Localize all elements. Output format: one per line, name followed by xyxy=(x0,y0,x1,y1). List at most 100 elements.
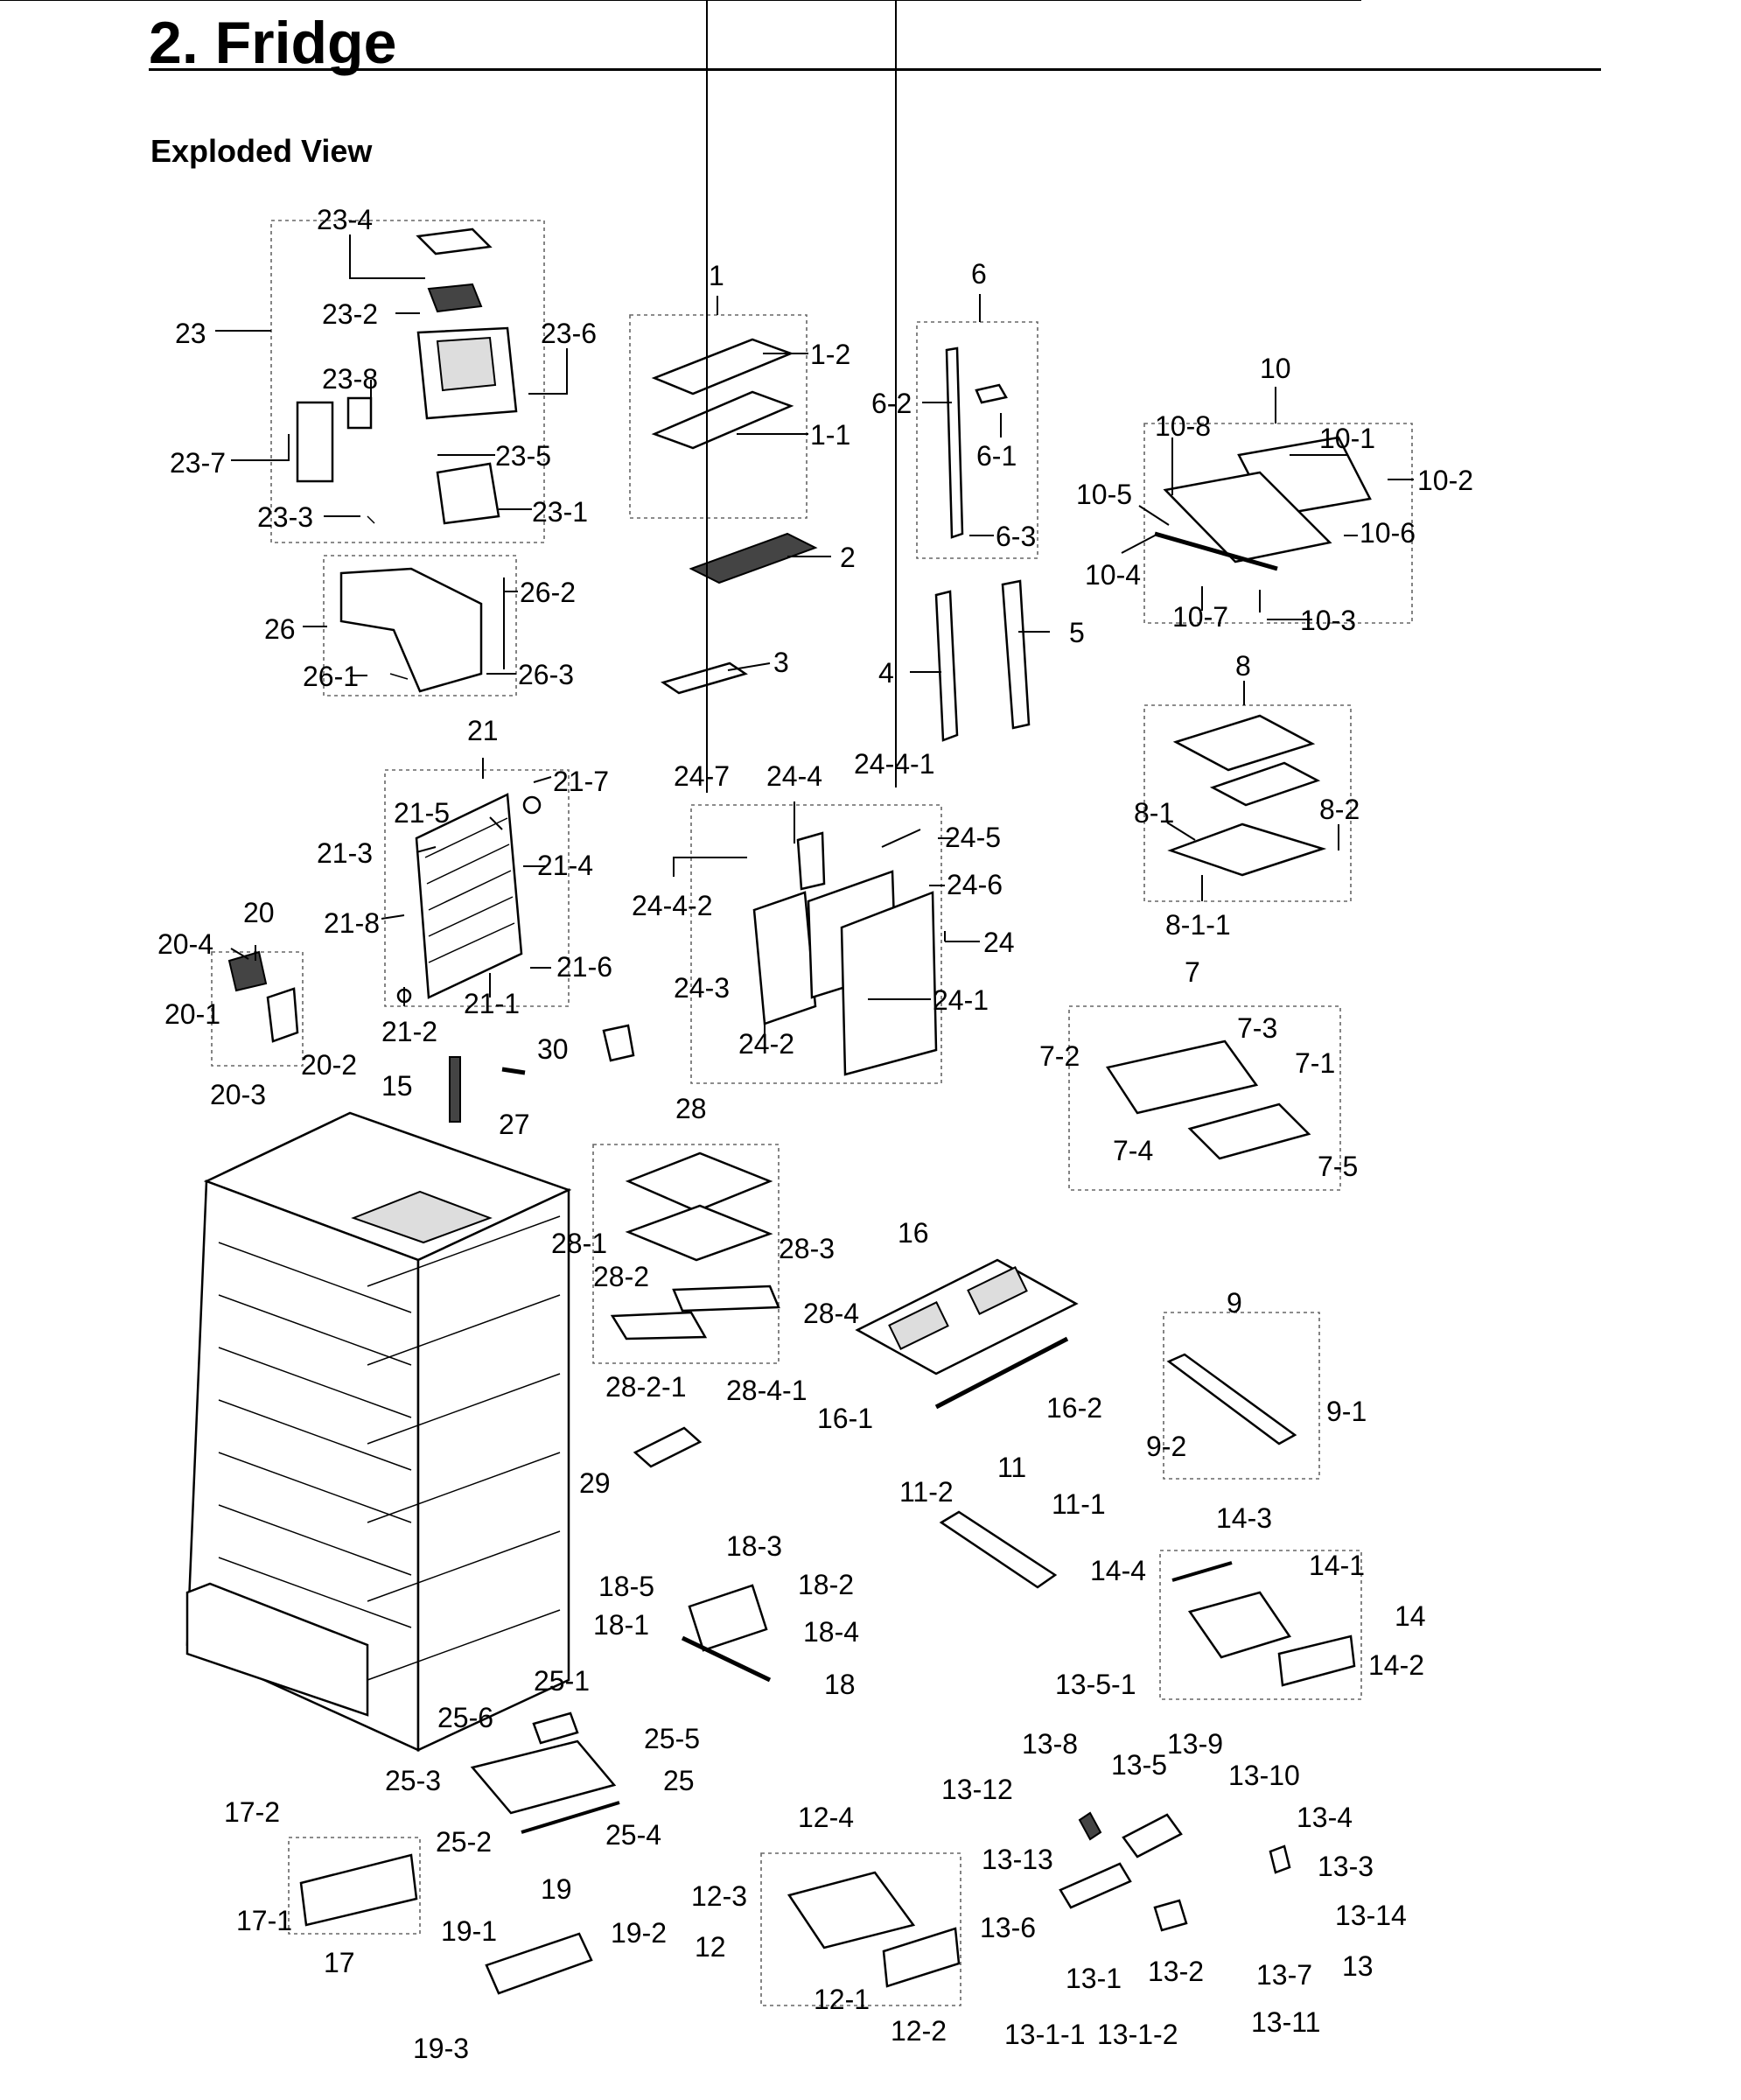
label-27: 27 xyxy=(499,1109,530,1140)
label-28-2-1: 28-2-1 xyxy=(605,1371,687,1403)
label-13-6: 13-6 xyxy=(980,1912,1036,1943)
label-13-5: 13-5 xyxy=(1111,1749,1167,1781)
label-24-4-1: 24-4-1 xyxy=(854,748,935,780)
label-21: 21 xyxy=(467,715,499,746)
label-24-5: 24-5 xyxy=(945,822,1001,853)
shelf-7-drawing xyxy=(1105,1040,1311,1160)
label-10-6: 10-6 xyxy=(1360,517,1416,549)
label-14-3: 14-3 xyxy=(1216,1502,1272,1534)
label-23: 23 xyxy=(175,318,206,349)
group-box-21 xyxy=(384,769,570,1007)
label-25-3: 25-3 xyxy=(385,1765,441,1796)
label-20: 20 xyxy=(243,897,275,928)
label-13-10: 13-10 xyxy=(1228,1760,1300,1791)
label-23-6: 23-6 xyxy=(541,318,597,349)
label-23-5: 23-5 xyxy=(495,440,551,472)
label-21-5: 21-5 xyxy=(394,797,450,829)
label-6-2: 6-2 xyxy=(871,388,912,419)
page-title: 2. Fridge xyxy=(149,10,397,76)
label-14-4: 14-4 xyxy=(1090,1555,1146,1586)
label-25-5: 25-5 xyxy=(644,1723,700,1754)
label-23-4: 23-4 xyxy=(317,204,373,235)
label-24-3: 24-3 xyxy=(674,972,730,1004)
label-29: 29 xyxy=(579,1467,611,1499)
label-25-6: 25-6 xyxy=(437,1702,493,1733)
label-21-3: 21-3 xyxy=(317,837,373,869)
label-24-1: 24-1 xyxy=(933,984,989,1016)
label-11-2: 11-2 xyxy=(899,1476,954,1508)
label-13-1-1: 13-1-1 xyxy=(1004,2019,1086,2050)
label-24-7: 24-7 xyxy=(674,760,730,792)
label-21-6: 21-6 xyxy=(556,951,612,983)
label-20-3: 20-3 xyxy=(210,1079,266,1110)
label-28-4-1: 28-4-1 xyxy=(726,1375,808,1406)
shelf-8-drawing xyxy=(1167,714,1327,877)
label-3: 3 xyxy=(773,647,789,678)
label-17-2: 17-2 xyxy=(224,1796,280,1828)
group-box-6 xyxy=(916,321,1038,559)
label-7-2: 7-2 xyxy=(1039,1040,1080,1072)
group-box-12 xyxy=(760,1852,961,2006)
label-10-3: 10-3 xyxy=(1300,605,1356,636)
label-28: 28 xyxy=(675,1093,707,1124)
label-1-1: 1-1 xyxy=(810,419,850,451)
section-title: Exploded View xyxy=(150,133,373,169)
label-23-3: 23-3 xyxy=(257,501,313,533)
label-8-1-1: 8-1-1 xyxy=(1165,909,1231,941)
label-24-2: 24-2 xyxy=(738,1028,794,1060)
label-7: 7 xyxy=(1185,956,1200,988)
label-10-1: 10-1 xyxy=(1319,423,1375,454)
group-box-8 xyxy=(1143,704,1352,902)
label-13-9: 13-9 xyxy=(1167,1728,1223,1760)
label-10-5: 10-5 xyxy=(1076,479,1132,510)
label-18: 18 xyxy=(824,1669,856,1700)
label-23-8: 23-8 xyxy=(322,363,378,395)
label-13-7: 13-7 xyxy=(1256,1959,1312,1991)
evaporator-21-drawing xyxy=(396,793,542,1004)
drawer-25-drawing xyxy=(470,1712,620,1834)
rail-5-drawing xyxy=(1001,579,1031,730)
drawer-14-drawing xyxy=(1171,1561,1356,1687)
label-24: 24 xyxy=(983,927,1015,958)
panel-17-drawing xyxy=(299,1853,418,1927)
label-13-11: 13-11 xyxy=(1251,2006,1320,2038)
part-labels: 23-4 23-2 23 23-6 23-8 23-7 23-5 23-3 23… xyxy=(157,204,1473,2064)
label-21-8: 21-8 xyxy=(324,907,380,939)
label-24-6: 24-6 xyxy=(947,869,1003,900)
cabinet-drawing xyxy=(185,1111,572,1752)
label-23-7: 23-7 xyxy=(170,447,226,479)
label-25-1: 25-1 xyxy=(534,1665,590,1697)
ice-maker-assembly-drawing xyxy=(296,228,518,525)
label-24-4: 24-4 xyxy=(766,760,822,792)
group-box-1 xyxy=(629,314,808,519)
label-8-1: 8-1 xyxy=(1134,797,1174,829)
label-7-3: 7-3 xyxy=(1237,1012,1277,1044)
label-13-4: 13-4 xyxy=(1297,1802,1353,1833)
label-23-1: 23-1 xyxy=(532,496,588,528)
label-13-5-1: 13-5-1 xyxy=(1055,1669,1136,1700)
fan-20-drawing xyxy=(227,950,299,1043)
label-7-1: 7-1 xyxy=(1295,1047,1335,1079)
label-13-13: 13-13 xyxy=(982,1844,1053,1875)
group-box-28 xyxy=(592,1144,780,1364)
label-11: 11 xyxy=(997,1452,1026,1483)
label-25-2: 25-2 xyxy=(436,1826,492,1858)
part-27-drawing xyxy=(501,1067,526,1075)
label-6: 6 xyxy=(971,258,987,290)
label-26: 26 xyxy=(264,613,296,645)
label-28-4: 28-4 xyxy=(803,1298,859,1329)
filter-13-drawing xyxy=(1059,1811,1291,1932)
label-13-14: 13-14 xyxy=(1335,1900,1407,1931)
label-2: 2 xyxy=(840,542,856,573)
label-14: 14 xyxy=(1395,1600,1426,1632)
label-13-2: 13-2 xyxy=(1148,1956,1204,1987)
label-6-1: 6-1 xyxy=(976,440,1017,472)
label-11-1: 11-1 xyxy=(1052,1488,1106,1520)
label-6-3: 6-3 xyxy=(996,521,1036,552)
label-25-4: 25-4 xyxy=(605,1819,661,1851)
label-12-4: 12-4 xyxy=(798,1802,854,1833)
label-1: 1 xyxy=(709,260,724,291)
leader-lines xyxy=(0,0,1414,1041)
label-19-1: 19-1 xyxy=(441,1915,497,1947)
label-21-2: 21-2 xyxy=(381,1016,437,1047)
